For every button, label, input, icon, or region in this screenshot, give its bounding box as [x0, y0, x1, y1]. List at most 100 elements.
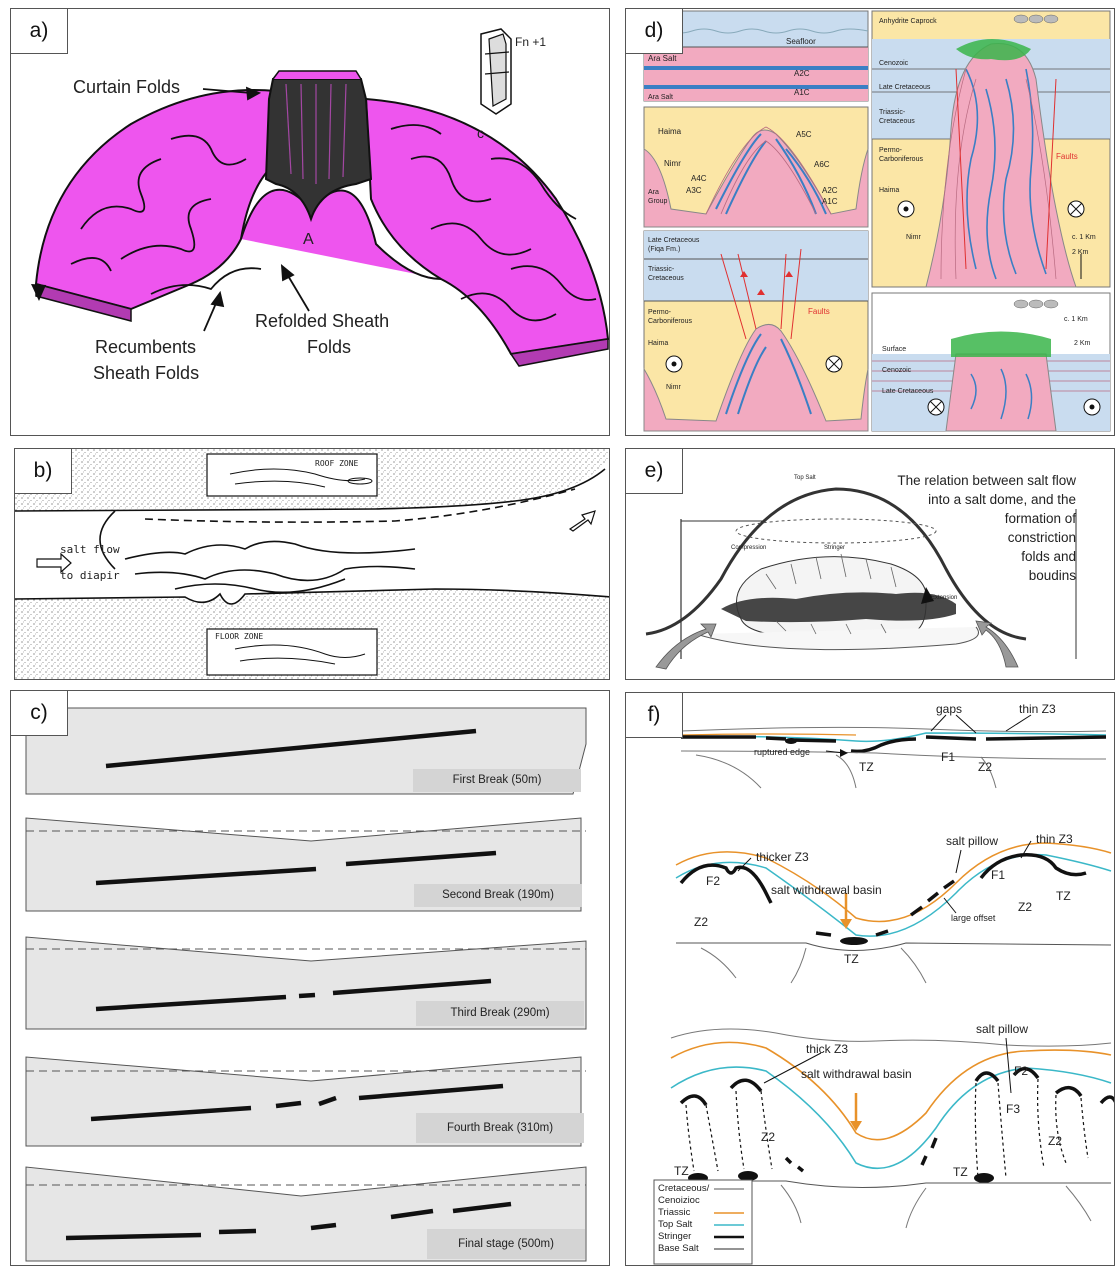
- d5-km2: 2 Km: [1074, 340, 1091, 347]
- panel-b-diagram: salt flow to diapir ROOF ZONE FLOOR ZONE: [15, 449, 610, 680]
- d1-a1c: A1C: [794, 88, 810, 97]
- d2-a6c: A6C: [814, 160, 830, 169]
- d4-haima: Haima: [879, 187, 899, 194]
- f-legend-label: Cretaceous/: [658, 1183, 710, 1194]
- f2-pillow: salt pillow: [946, 834, 998, 848]
- f2-offset: large offset: [951, 913, 996, 923]
- f3-f3: F3: [1006, 1102, 1020, 1116]
- f-legend: Cretaceous/ Cenoizioc Triassic Top Salt …: [654, 1180, 752, 1264]
- panel-a-label: a): [11, 9, 68, 54]
- d3-perm2: Carboniferous: [648, 318, 692, 325]
- d5-surface: Surface: [882, 346, 906, 353]
- label-curtain-folds: Curtain Folds: [73, 77, 180, 98]
- inset-sketch: [481, 29, 511, 114]
- f2-tz1: TZ: [1056, 889, 1071, 903]
- f1-thin: thin Z3: [1019, 702, 1056, 716]
- d4-caprock: Anhydrite Caprock: [879, 18, 937, 25]
- e-caption: The relation between salt flow into a sa…: [816, 471, 1076, 585]
- salt-lobe-right: [366, 99, 608, 354]
- c-stage-label: Fourth Break (310m): [416, 1113, 584, 1143]
- d-sub3: Late Cretaceous (Fiqa Fm.) Triassic- Cre…: [644, 231, 868, 431]
- c-stage-label: Final stage (500m): [427, 1229, 585, 1259]
- d3-nimr: Nimr: [666, 384, 681, 391]
- d2-a1c: A1C: [822, 197, 838, 206]
- d3-lc: Late Cretaceous: [648, 237, 700, 244]
- f-legend-label: Triassic: [658, 1207, 691, 1218]
- f-section-2: thicker Z3 salt pillow thin Z3 F2 salt w…: [676, 832, 1111, 983]
- e-caption-line: boudins: [816, 566, 1076, 585]
- label-point-a: A: [303, 231, 314, 249]
- d2-a3c: A3C: [686, 186, 702, 195]
- f1-f1: F1: [941, 750, 955, 764]
- panel-e-label: e): [626, 449, 683, 494]
- d5-ceno: Cenozoic: [882, 367, 912, 374]
- panel-c-label: c): [11, 691, 68, 736]
- d-sub2: Haima Nimr Ara Group A5C A6C A4C A3C A2C…: [644, 107, 868, 227]
- d2-group: Group: [648, 198, 668, 205]
- d2-ara: Ara: [648, 189, 659, 196]
- f2-thicker: thicker Z3: [756, 850, 809, 864]
- d4-tri2: Cretaceous: [879, 118, 915, 125]
- panel-a: a): [10, 8, 610, 436]
- salt-lobe-left: [36, 90, 281, 309]
- d2-haima: Haima: [658, 127, 682, 136]
- d4-tri1: Triassic-: [879, 109, 906, 116]
- label-refolded-sheath: Refolded Sheath: [255, 311, 389, 332]
- d4-km1: c. 1 Km: [1072, 234, 1096, 241]
- d3-haima: Haima: [648, 340, 668, 347]
- d4-ceno: Cenozoic: [879, 60, 909, 67]
- f1-ruptured: ruptured edge: [754, 747, 810, 757]
- d5-lc: Late Cretaceous: [882, 388, 934, 395]
- e-caption-line: formation of: [816, 509, 1076, 528]
- b-roof: ROOF ZONE: [315, 459, 359, 468]
- d2-a5c: A5C: [796, 130, 812, 139]
- f2-f2: F2: [706, 874, 720, 888]
- e-caption-line: constriction: [816, 528, 1076, 547]
- d3-faults: Faults: [808, 307, 830, 316]
- e-ext: Extension: [931, 595, 957, 601]
- d4-perm2: Carboniferous: [879, 156, 923, 163]
- panel-f-diagram: gaps thin Z3 ruptured edge TZ F1 Z2 thic…: [626, 693, 1115, 1266]
- d5-km1: c. 1 Km: [1064, 316, 1088, 323]
- d3-perm1: Permo-: [648, 309, 672, 316]
- d4-nimr: Nimr: [906, 234, 921, 241]
- label-recumbents: Recumbents: [95, 337, 196, 358]
- f3-tz2: TZ: [953, 1165, 968, 1179]
- f2-basin: salt withdrawal basin: [771, 883, 882, 897]
- d3-fiqa: (Fiqa Fm.): [648, 246, 680, 253]
- e-comp: Compression: [731, 545, 766, 551]
- d-sub5: c. 1 Km 2 Km Surface Cenozoic Late Creta…: [872, 293, 1110, 431]
- f2-z2a: Z2: [694, 915, 708, 929]
- f1-gaps: gaps: [936, 702, 962, 716]
- f3-f2: F2: [1014, 1064, 1028, 1078]
- b-floor: FLOOR ZONE: [215, 632, 263, 641]
- label-inset-c: c: [477, 125, 484, 141]
- panel-b: b) salt flow to: [14, 448, 610, 680]
- f3-basin: salt withdrawal basin: [801, 1067, 912, 1081]
- d3-tri2: Cretaceous: [648, 275, 684, 282]
- e-caption-line: into a salt dome, and the: [816, 490, 1076, 509]
- f-legend-label: Top Salt: [658, 1219, 693, 1230]
- d4-km2: 2 Km: [1072, 249, 1089, 256]
- panel-d-diagram: el Seafloor Ara Salt A2C A1C Ara Salt Ha…: [626, 9, 1115, 436]
- panel-e: e) Top Salt Compression Stringer Extensi…: [625, 448, 1115, 680]
- f2-tz2: TZ: [844, 952, 859, 966]
- d2-nimr: Nimr: [664, 159, 681, 168]
- label-inset-fn: Fn +1: [515, 35, 546, 49]
- e-caption-line: folds and: [816, 547, 1076, 566]
- d2-a4c: A4C: [691, 174, 707, 183]
- f-legend-label: Base Salt: [658, 1243, 699, 1254]
- f-legend-label: Stringer: [658, 1231, 691, 1242]
- e-caption-line: The relation between salt flow: [816, 471, 1076, 490]
- panel-b-label: b): [15, 449, 72, 494]
- f3-z2b: Z2: [1048, 1134, 1062, 1148]
- d4-lc: Late Cretaceous: [879, 84, 931, 91]
- d-sub4: Anhydrite Caprock Cenozoic Late Cretaceo…: [872, 11, 1110, 287]
- f2-f1: F1: [991, 868, 1005, 882]
- f3-tz1: TZ: [674, 1164, 689, 1178]
- label-sheath-folds-1: Sheath Folds: [93, 363, 199, 384]
- panel-f-label: f): [626, 693, 683, 738]
- panel-d: d) el Seafloor Ara Salt A2C A1C Ara Salt: [625, 8, 1115, 436]
- c-stage-label: First Break (50m): [413, 769, 581, 792]
- f2-z2b: Z2: [1018, 900, 1032, 914]
